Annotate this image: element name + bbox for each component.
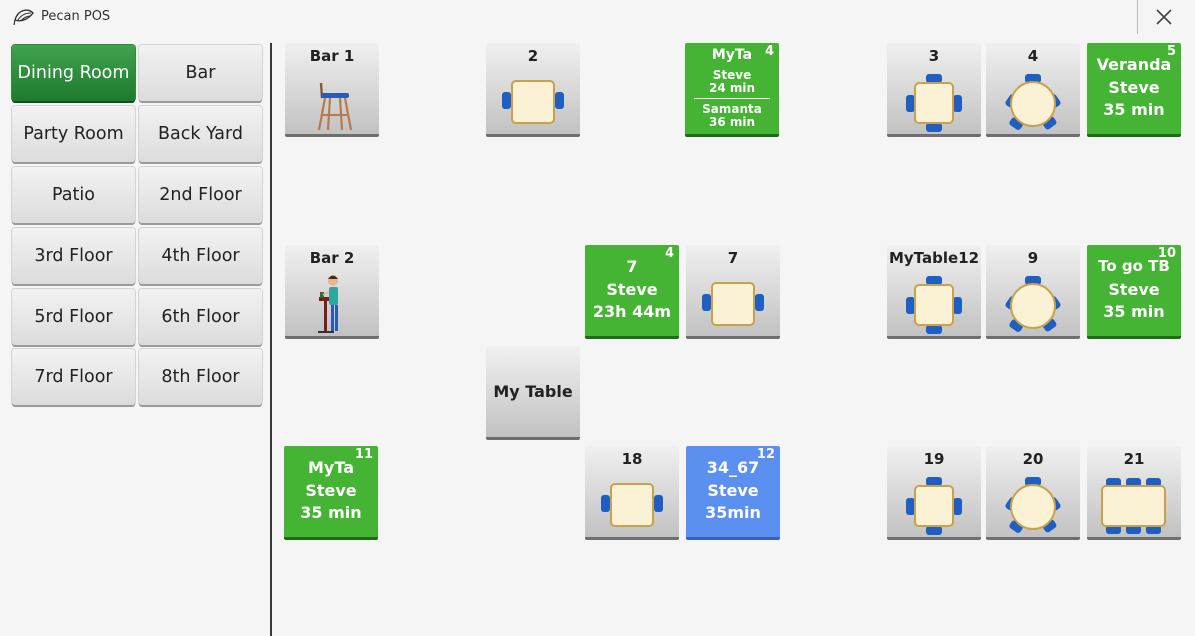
divider [694, 98, 770, 99]
close-icon[interactable] [1151, 4, 1177, 30]
table-19[interactable]: 19 [887, 446, 981, 540]
seat-count: 4 [764, 44, 774, 59]
app-title: Pecan POS [41, 9, 111, 24]
room-button-party-room[interactable]: Party Room [12, 106, 135, 162]
table-2[interactable]: 2 [486, 43, 580, 137]
table-bar-2[interactable]: Bar 2 [285, 245, 379, 339]
table-name: 7 [727, 249, 739, 267]
square-table-4-seat-icon [906, 276, 962, 334]
table-name: MyTa [711, 47, 753, 63]
elapsed-time: 35 min [1103, 302, 1165, 321]
elapsed-time: 36 min [708, 115, 756, 129]
table-mytable12[interactable]: MyTable12 [887, 245, 981, 339]
pecan-logo-icon [13, 9, 34, 26]
seat-count: 4 [664, 246, 674, 261]
person-at-bar-icon [318, 275, 338, 333]
seat-count: 5 [1166, 44, 1176, 59]
table-name: To go TB [1098, 257, 1170, 275]
room-button-2nd-floor[interactable]: 2nd Floor [139, 167, 262, 223]
table-21[interactable]: 21 [1087, 446, 1181, 540]
server-name: Samanta [702, 102, 762, 116]
room-button-5rd-floor[interactable]: 5rd Floor [12, 289, 135, 345]
table-name: Bar 2 [309, 249, 355, 267]
table-myta-top[interactable]: MyTa 4 Steve 24 min Samanta 36 min [685, 43, 779, 137]
table-name: 19 [923, 450, 945, 468]
seat-count: 10 [1157, 246, 1176, 261]
room-button-4th-floor[interactable]: 4th Floor [139, 228, 262, 284]
table-name: 20 [1022, 450, 1044, 468]
server-name: Steve [707, 481, 759, 500]
table-34-67[interactable]: 34_67 12 Steve 35min [686, 446, 780, 540]
server-name: Steve [1108, 78, 1160, 97]
table-name: 3 [928, 47, 940, 65]
table-name: 2 [527, 47, 539, 65]
seat-count: 12 [756, 447, 775, 462]
table-name: 21 [1123, 450, 1145, 468]
elapsed-time: 35min [705, 503, 761, 522]
square-table-2-seat-icon [601, 483, 663, 527]
table-name: 9 [1027, 249, 1039, 267]
table-name: My Table [493, 382, 573, 401]
room-button-6th-floor[interactable]: 6th Floor [139, 289, 262, 345]
table-veranda[interactable]: Veranda 5 Steve 35 min [1087, 43, 1181, 137]
long-table-icon [1101, 478, 1166, 534]
table-name: 18 [621, 450, 643, 468]
table-name: Bar 1 [309, 47, 355, 65]
square-table-2-seat-icon [502, 80, 564, 124]
title-bar: Pecan POS [0, 0, 1195, 38]
table-3[interactable]: 3 [887, 43, 981, 137]
square-table-2-seat-icon [702, 282, 764, 326]
room-button-bar[interactable]: Bar [139, 45, 262, 101]
room-button-back-yard[interactable]: Back Yard [139, 106, 262, 162]
table-my-table[interactable]: My Table [486, 346, 580, 440]
table-bar-1[interactable]: Bar 1 [285, 43, 379, 137]
table-myta-bottom[interactable]: MyTa 11 Steve 35 min [284, 446, 378, 540]
server-name: Steve [712, 68, 752, 82]
table-4[interactable]: 4 [986, 43, 1080, 137]
room-button-8th-floor[interactable]: 8th Floor [139, 349, 262, 405]
table-name: Veranda [1096, 55, 1172, 74]
table-name: MyTable12 [888, 249, 980, 267]
bar-stool-icon [317, 82, 353, 131]
table-20[interactable]: 20 [986, 446, 1080, 540]
room-button-7rd-floor[interactable]: 7rd Floor [12, 349, 135, 405]
table-name: 34_67 [706, 458, 760, 477]
square-table-4-seat-icon [906, 477, 962, 535]
round-table-icon [1005, 276, 1061, 332]
round-table-icon [1005, 74, 1061, 130]
elapsed-time: 35 min [300, 503, 362, 522]
table-9[interactable]: 9 [986, 245, 1080, 339]
round-table-icon [1005, 477, 1061, 533]
table-name: 4 [1027, 47, 1039, 65]
room-button-dining-room[interactable]: Dining Room [12, 45, 135, 101]
server-name: Steve [1108, 280, 1160, 299]
server-name: Steve [606, 280, 658, 299]
seat-count: 11 [354, 447, 373, 462]
table-name: MyTa [308, 458, 354, 477]
elapsed-time: 23h 44m [592, 302, 672, 321]
table-to-go-tb[interactable]: To go TB 10 Steve 35 min [1087, 245, 1181, 339]
room-button-3rd-floor[interactable]: 3rd Floor [12, 228, 135, 284]
table-7-occupied[interactable]: 7 4 Steve 23h 44m [585, 245, 679, 339]
table-7[interactable]: 7 [686, 245, 780, 339]
server-name: Steve [305, 481, 357, 500]
table-name: 7 [626, 257, 638, 276]
elapsed-time: 24 min [708, 81, 756, 95]
titlebar-divider [1137, 0, 1138, 34]
square-table-4-seat-icon [906, 74, 962, 132]
panel-divider [270, 43, 272, 636]
elapsed-time: 35 min [1103, 100, 1165, 119]
room-button-patio[interactable]: Patio [12, 167, 135, 223]
table-18[interactable]: 18 [585, 446, 679, 540]
